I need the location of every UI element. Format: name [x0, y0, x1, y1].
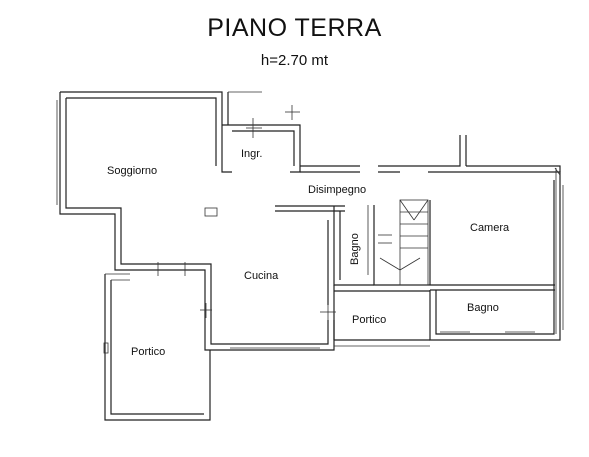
room-label-bagno-small: Bagno	[349, 233, 361, 265]
ceiling-height-note: h=2.70 mt	[260, 52, 329, 69]
wall-portico-left	[103, 273, 211, 421]
wall-camera	[429, 168, 564, 341]
wall-soggiorno	[56, 91, 232, 271]
staircase	[373, 199, 430, 286]
plan-title: PIANO TERRA	[207, 14, 382, 42]
wall-portico-center	[334, 339, 430, 347]
wall-bagno-small	[333, 205, 430, 340]
room-label-soggiorno: Soggiorno	[107, 165, 157, 177]
room-label-bagno: Bagno	[467, 302, 499, 314]
wall-ingresso	[222, 91, 301, 173]
room-label-ingresso: Ingr.	[241, 148, 262, 160]
wall-cucina	[130, 207, 336, 351]
room-label-portico-left: Portico	[131, 346, 165, 358]
wall-disimpegno	[275, 135, 561, 212]
room-label-disimpegno: Disimpegno	[308, 184, 366, 196]
room-label-portico-center: Portico	[352, 314, 386, 326]
room-label-camera: Camera	[470, 222, 510, 234]
room-label-cucina: Cucina	[244, 270, 279, 282]
